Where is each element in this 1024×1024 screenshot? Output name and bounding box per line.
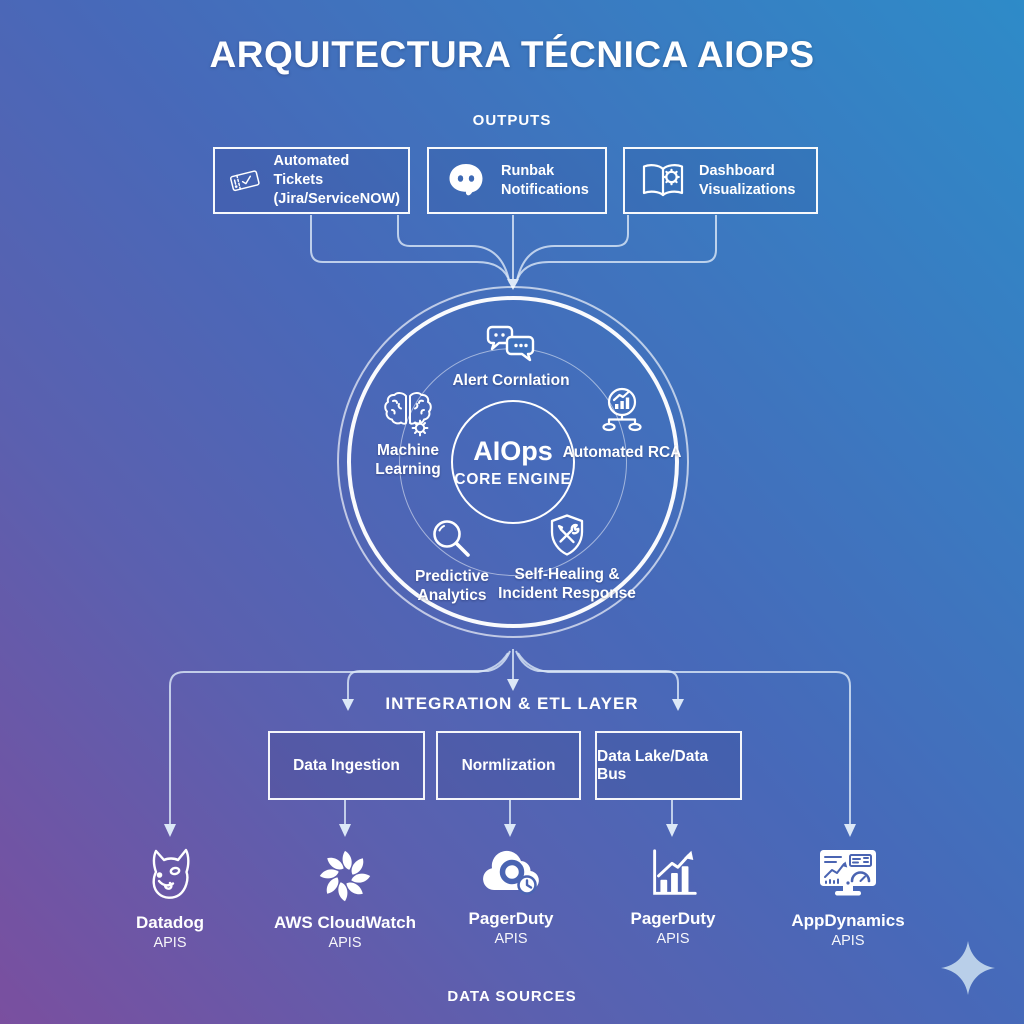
source-appdynamics: AppDynamics APIS [758, 845, 938, 949]
integration-layer-label: INTEGRATION & ETL LAYER [385, 694, 639, 713]
integration-box-label: Data Ingestion [293, 756, 400, 774]
source-sub: APIS [831, 933, 865, 949]
capability-label: Predictive Analytics [414, 568, 490, 605]
integration-box-label: Data Lake/Data Bus [597, 747, 709, 783]
output-box-label: Automated Tickets (Jira/ServiceNOW) [273, 153, 400, 207]
discord-icon [449, 163, 483, 195]
source-aws-cloudwatch: AWS CloudWatch APIS [255, 845, 435, 951]
integration-box-data-lake: Data Lake/Data Bus [595, 731, 742, 800]
source-name: PagerDuty [630, 909, 716, 928]
capability-label: Self-Healing & Incident Response [498, 566, 636, 603]
chat-bubbles-icon [486, 325, 535, 362]
capability-label: Machine Learning [375, 442, 441, 479]
capability-label: Alert Cornlation [452, 372, 570, 389]
output-box-label: Dashboard Visualizations [699, 162, 796, 198]
ticket-icon [230, 169, 260, 191]
capability-machine-learning: Machine Learning [323, 388, 493, 480]
source-sub: APIS [153, 935, 187, 951]
capability-predictive-analytics: Predictive Analytics [367, 516, 537, 606]
aiops-core-engine: AIOps CORE ENGINE [451, 400, 575, 524]
source-pagerduty-chart: PagerDuty APIS [583, 845, 763, 947]
source-sub: APIS [328, 935, 362, 951]
source-sub: APIS [656, 931, 690, 947]
source-name: AppDynamics [791, 911, 905, 930]
source-name: Datadog [136, 913, 204, 932]
source-pagerduty-cloud: PagerDuty APIS [421, 845, 601, 947]
capability-label: Automated RCA [562, 444, 682, 461]
capability-self-healing: Self-Healing & Incident Response [482, 512, 652, 604]
cloudwatch-swirl-icon [319, 850, 371, 902]
datadog-icon [152, 848, 190, 899]
pagerduty-chart-icon [653, 849, 697, 895]
core-name: AIOps [473, 435, 553, 466]
outputs-section-label: OUTPUTS [472, 112, 552, 129]
capability-alert-correlation: Alert Cornlation [426, 322, 596, 390]
shield-tools-icon [550, 514, 584, 556]
integration-box-data-ingestion: Data Ingestion [268, 731, 425, 800]
output-box-dashboard-visualizations: Dashboard Visualizations [623, 147, 818, 214]
source-name: PagerDuty [468, 909, 554, 928]
sparkle-icon [941, 941, 995, 995]
output-box-runbook-notifications: Runbak Notifications [427, 147, 607, 214]
source-sub: APIS [494, 931, 528, 947]
core-outer-ring [337, 286, 689, 638]
capability-automated-rca: Automated RCA [537, 386, 707, 462]
appdynamics-monitor-icon [820, 850, 876, 896]
integration-box-label: Normlization [461, 756, 556, 774]
integration-box-normalization: Normlization [436, 731, 581, 800]
output-box-automated-tickets: Automated Tickets (Jira/ServiceNOW) [213, 147, 410, 214]
source-datadog: Datadog APIS [80, 845, 260, 951]
rca-tree-icon [602, 387, 642, 432]
magnifier-icon [433, 520, 470, 557]
output-box-label: Runbak Notifications [501, 162, 589, 198]
data-sources-label: DATA SOURCES [447, 988, 577, 1005]
brain-gear-icon [384, 392, 432, 437]
page-title: ARQUITECTURA TÉCNICA AIOPS [209, 34, 815, 75]
core-subtitle: CORE ENGINE [454, 470, 572, 488]
book-gear-icon [642, 163, 684, 196]
core-bright-ring [347, 296, 679, 628]
source-name: AWS CloudWatch [274, 913, 416, 932]
pagerduty-cloud-icon [483, 850, 539, 895]
